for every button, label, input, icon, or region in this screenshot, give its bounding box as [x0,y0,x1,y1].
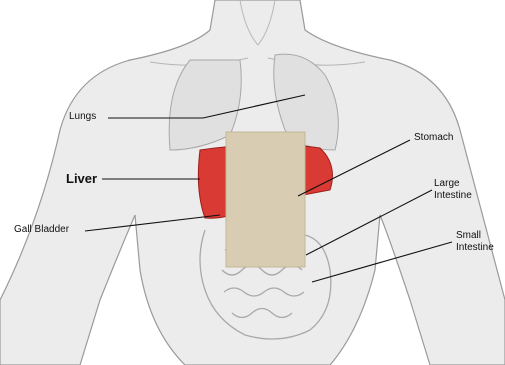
label-large-intestine-line1: Large [434,178,494,190]
label-large-intestine: Large Intestine [434,178,494,202]
label-small-intestine: Small Intestine [456,230,505,254]
label-large-intestine-line2: Intestine [434,190,494,202]
label-gall-bladder: Gall Bladder [14,224,69,236]
label-lungs: Lungs [69,111,96,123]
label-liver: Liver [66,171,97,186]
label-stomach: Stomach [414,132,453,144]
covered-patch [226,132,305,267]
label-small-intestine-line2: Intestine [456,242,505,254]
label-small-intestine-line1: Small [456,230,505,242]
